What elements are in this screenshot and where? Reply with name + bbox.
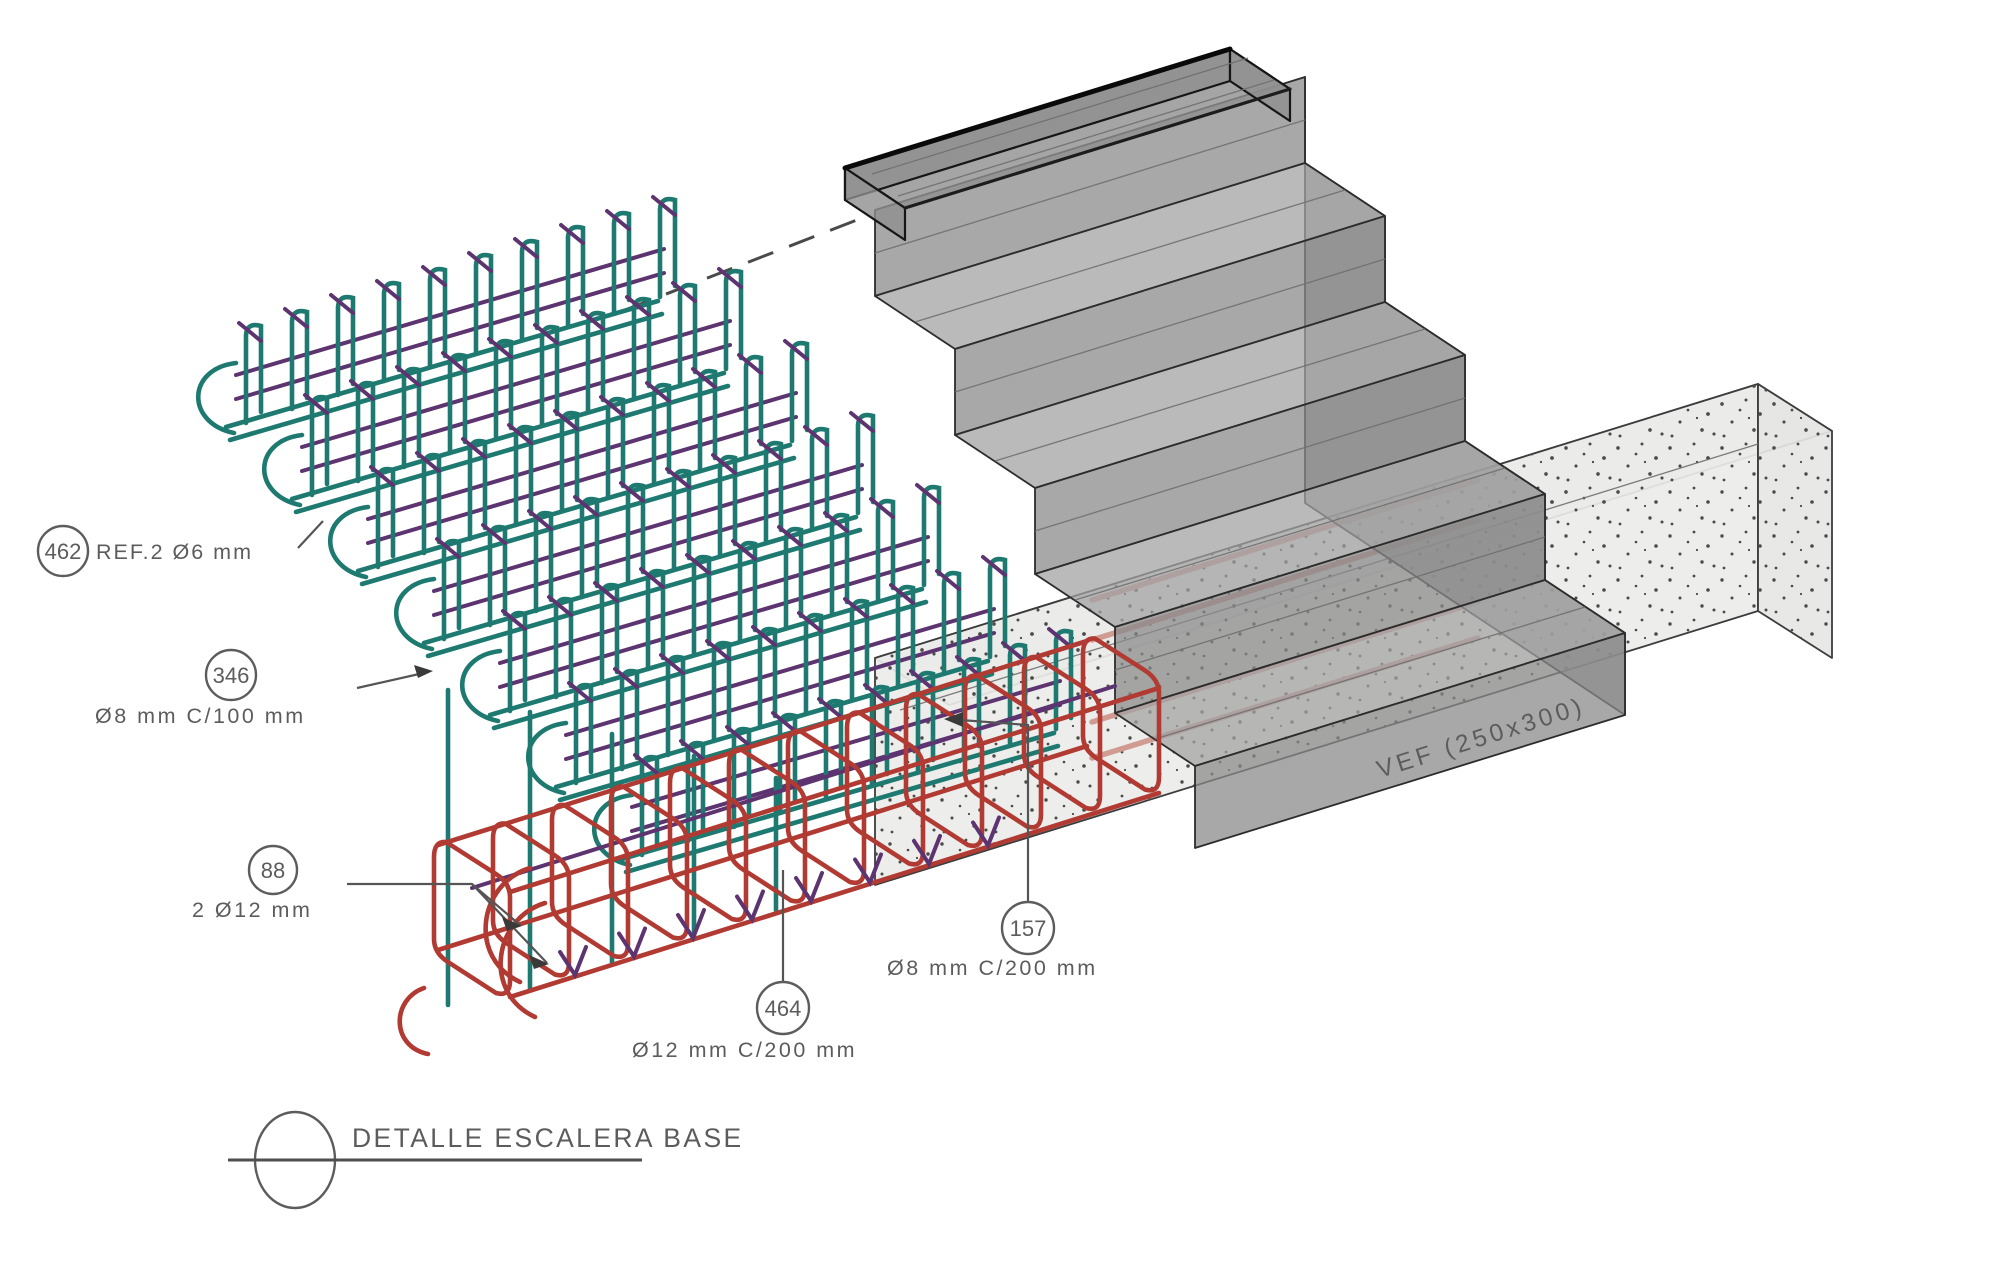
callout-464-bubble: [755, 980, 811, 1036]
leader-462: [297, 520, 324, 549]
arrowhead-88-b: [529, 955, 549, 969]
stair-solid: [842, 46, 1626, 849]
callout-88-number: 88: [261, 858, 285, 883]
callout-346-label: Ø8 mm C/100 mm: [95, 704, 306, 728]
callout-346-bubble: [204, 648, 258, 702]
callout-464-label: Ø12 mm C/200 mm: [632, 1038, 857, 1062]
callout-346-number: 346: [213, 663, 250, 688]
drawing-title: DETALLE ESCALERA BASE: [352, 1123, 744, 1153]
arrowhead-157: [944, 712, 963, 727]
callout-157-bubble: [1000, 900, 1056, 956]
callout-157-number: 157: [1010, 916, 1047, 941]
stair-hidden-edges: [874, 119, 1586, 740]
callout-346: 346 Ø8 mm C/100 mm: [95, 648, 306, 728]
arrowhead-88-a: [502, 917, 522, 931]
beam-rebar-cage: [397, 636, 1162, 1057]
callout-462-label: REF.2 Ø6 mm: [96, 540, 253, 564]
callout-157-label: Ø8 mm C/200 mm: [887, 956, 1098, 980]
callout-88-label: 2 Ø12 mm: [192, 898, 312, 922]
leader-157: [946, 717, 1030, 902]
stair-stirrup-cage: [196, 195, 1074, 1008]
callout-462: 462 REF.2 Ø6 mm: [36, 524, 253, 578]
callout-462-number: 462: [45, 539, 82, 564]
arrowhead-346: [414, 665, 433, 678]
leader-346: [356, 670, 429, 690]
callout-88-bubble: [247, 844, 299, 896]
stair-landing-slab: [842, 46, 1292, 242]
callout-464-number: 464: [765, 996, 802, 1021]
callout-464: 464 Ø12 mm C/200 mm: [632, 980, 857, 1062]
callout-157: 157 Ø8 mm C/200 mm: [887, 900, 1098, 980]
title-block: DETALLE ESCALERA BASE: [228, 1110, 744, 1210]
callout-462-bubble: [36, 524, 90, 578]
callout-88: 88 2 Ø12 mm: [192, 844, 312, 922]
